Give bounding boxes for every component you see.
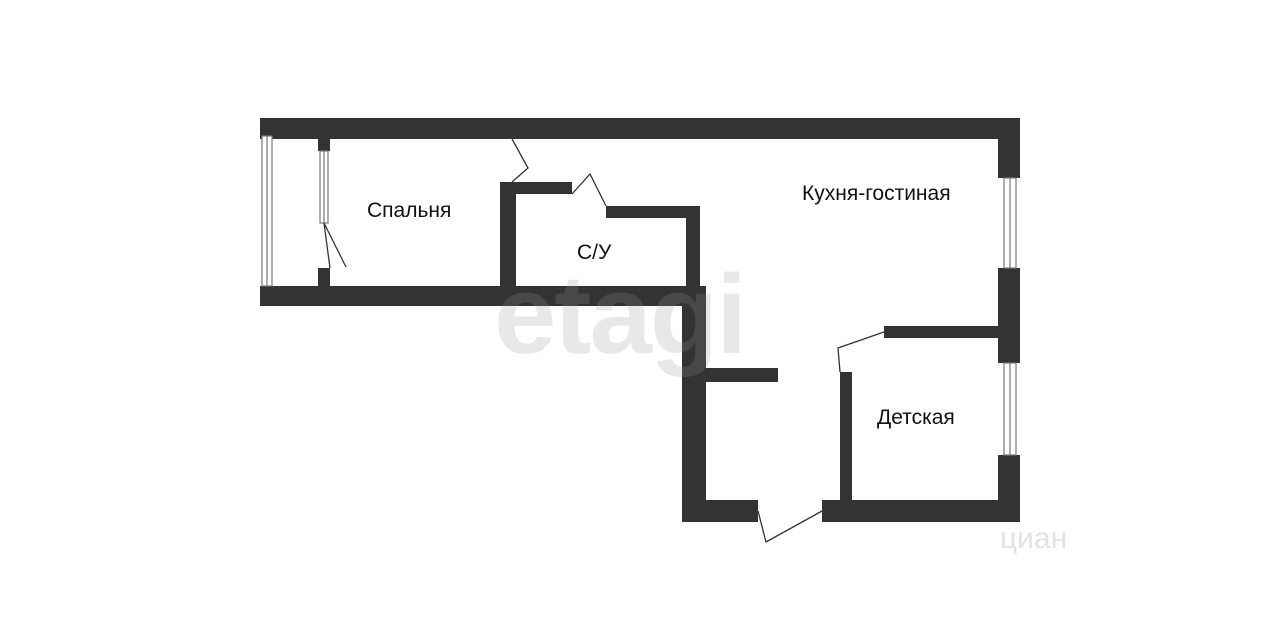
bath-top-wall-right [606, 206, 700, 218]
bedroom-bath-partition [500, 182, 516, 304]
window-kitchen [1003, 177, 1017, 269]
kids-top-wall [884, 326, 1020, 338]
bedroom-bottom-wall [260, 286, 700, 306]
corridor-bottom-right [822, 500, 1020, 522]
room-label-bathroom: С/У [577, 241, 612, 264]
corridor-bottom-left [682, 500, 758, 522]
room-label-kids: Детская [877, 406, 955, 429]
windows [261, 135, 1017, 456]
kids-left-wall [840, 372, 852, 522]
top-wall [260, 118, 1020, 139]
right-wall-top [998, 118, 1020, 178]
etagi-watermark: etagi [494, 252, 747, 377]
window-balcony-outer [261, 135, 273, 287]
room-label-kitchen-living: Кухня-гостиная [802, 182, 951, 205]
bath-right-wall [686, 206, 700, 306]
door-entrance [757, 510, 823, 543]
door-bathroom [571, 172, 607, 207]
right-wall-bottom [998, 455, 1020, 522]
bath-top-wall-left [500, 182, 572, 194]
doors [323, 138, 885, 543]
room-label-bedroom: Спальня [367, 199, 452, 222]
right-wall-middle [998, 268, 1020, 363]
cian-watermark: циан [1000, 522, 1068, 555]
balcony-divider-bottom [318, 268, 330, 306]
door-bedroom [511, 138, 529, 183]
door-balcony [323, 222, 347, 269]
window-bedroom [319, 150, 329, 224]
corridor-stub [706, 368, 778, 382]
left-wall-top-stub [260, 118, 272, 136]
window-kids [1003, 362, 1017, 456]
balcony-divider-top [318, 139, 330, 151]
walls [260, 118, 1020, 522]
door-kids [837, 331, 885, 373]
corridor-left-wall [682, 286, 706, 522]
